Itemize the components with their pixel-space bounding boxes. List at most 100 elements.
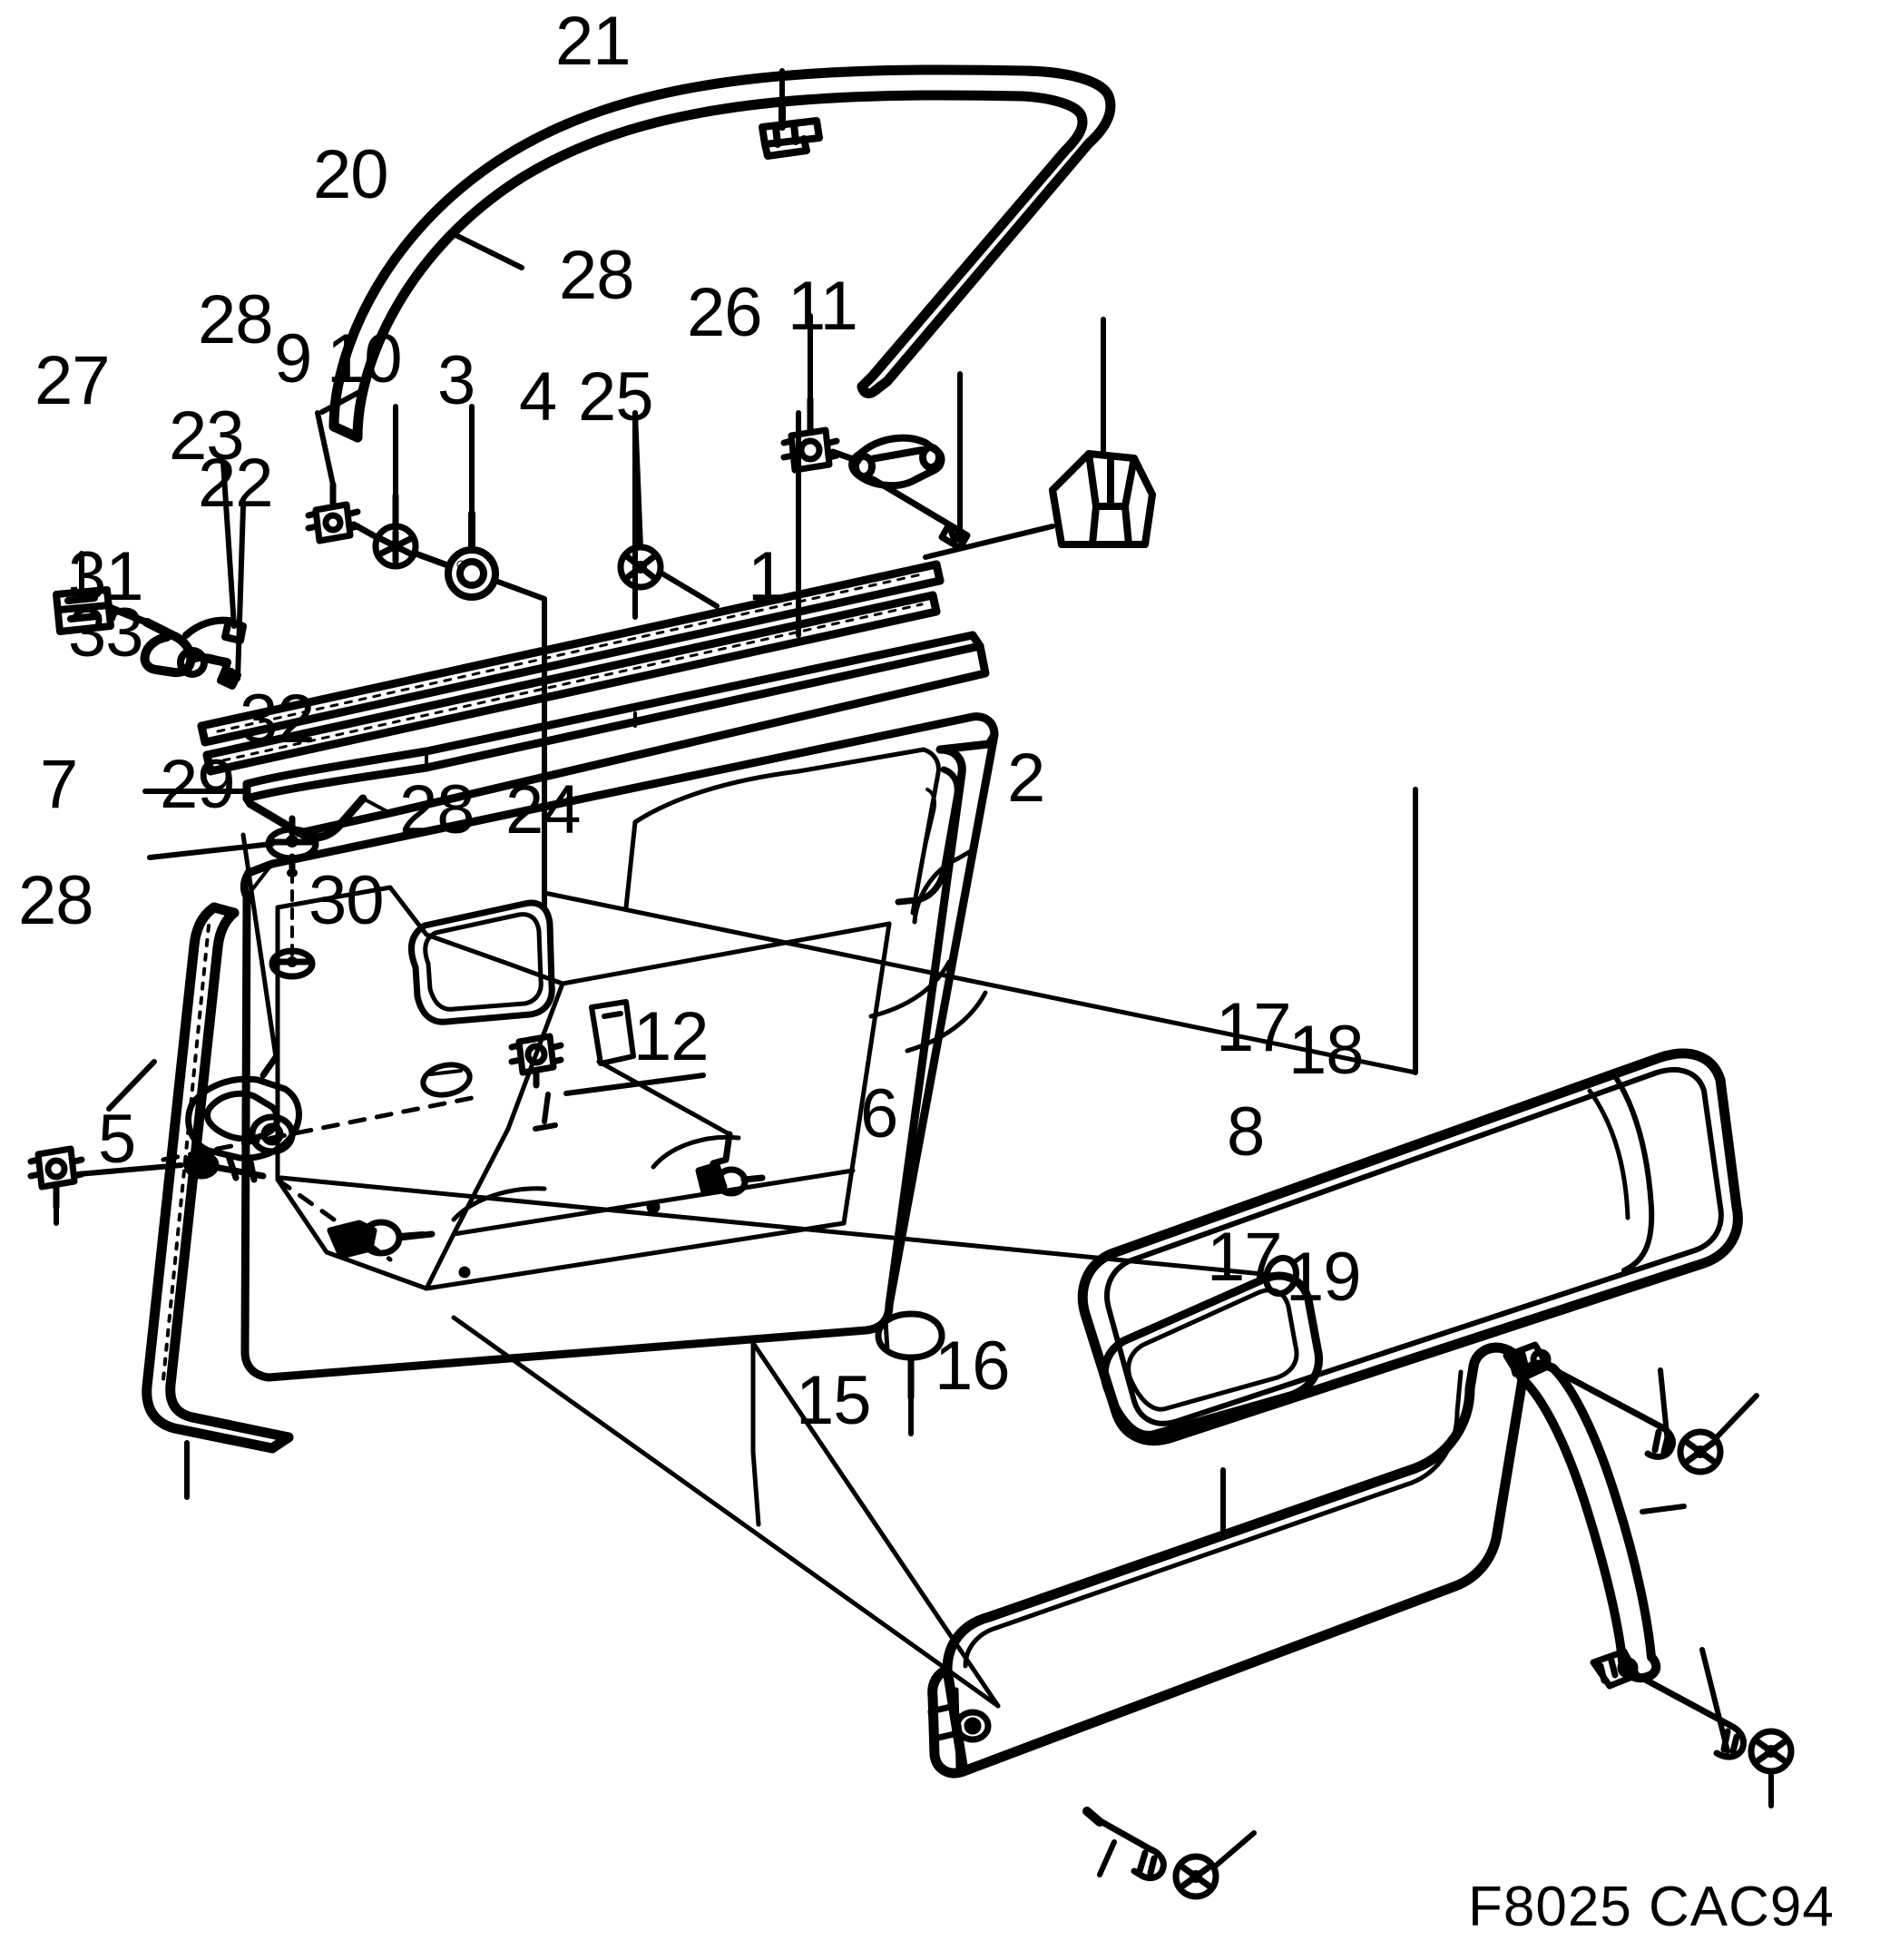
- bracket-part11: [1049, 450, 1156, 548]
- washer-part3-real: [617, 544, 664, 591]
- callout-7: 7: [40, 746, 78, 823]
- fastener-32: [269, 947, 316, 980]
- pin-part22: [177, 647, 241, 690]
- callout-3: 3: [437, 342, 475, 419]
- screw-part15: [1082, 1807, 1167, 1882]
- leader-33: [147, 841, 275, 860]
- panel-fastener-a: [508, 1033, 564, 1089]
- callout-28: 28: [399, 771, 475, 848]
- diagram-caption: F8025 CAC94: [1468, 1876, 1835, 1938]
- callout-5: 5: [98, 1101, 136, 1178]
- callout-4: 4: [519, 358, 557, 436]
- retaining-clip-lower-left: [27, 1145, 85, 1210]
- callout-16: 16: [935, 1328, 1011, 1405]
- callout-2: 2: [1007, 740, 1045, 817]
- callout-28: 28: [18, 862, 94, 939]
- leader-22: [235, 504, 246, 681]
- callout-29: 29: [160, 746, 236, 823]
- callout-8: 8: [1227, 1093, 1265, 1171]
- callout-32: 32: [240, 681, 316, 758]
- callout-12: 12: [633, 998, 710, 1075]
- panel-tab: [589, 999, 636, 1066]
- link-9-10: [412, 550, 454, 570]
- callout-25: 25: [578, 358, 654, 436]
- leader-cross-4: [750, 1340, 1001, 1709]
- callout-22: 22: [198, 445, 274, 522]
- washer-part19: [1748, 1728, 1795, 1775]
- leader-3-link: [658, 570, 720, 609]
- washer-part18: [1677, 1428, 1724, 1475]
- window-frame-seal-part20: [328, 64, 1116, 443]
- inner-belt-weatherstrip-lower: [202, 591, 941, 776]
- leader-cross-3: [451, 1315, 1001, 1709]
- retaining-clip-left: [305, 481, 361, 544]
- handle-part26: [848, 434, 945, 490]
- pocket-fastener: [1262, 1254, 1300, 1298]
- callout-17: 17: [1207, 1219, 1283, 1296]
- callout-6: 6: [860, 1075, 898, 1152]
- leader-15: [1097, 1839, 1117, 1877]
- leader-16: [1213, 1830, 1257, 1868]
- callout-28: 28: [559, 237, 635, 314]
- pocket-opening: [1100, 1271, 1323, 1439]
- leader-29: [240, 832, 279, 1060]
- callout-17: 17: [1216, 989, 1292, 1066]
- callout-19: 19: [1286, 1239, 1362, 1316]
- callout-15: 15: [796, 1362, 872, 1439]
- link-28-26: [829, 448, 862, 465]
- leader-7: [106, 1059, 157, 1112]
- frame-lower-tip: [140, 618, 231, 678]
- trim-cap-part12: [875, 1310, 945, 1401]
- leader-8: [1640, 1504, 1687, 1514]
- leader-17-upper: [1658, 1367, 1670, 1446]
- callout-21: 21: [555, 3, 632, 80]
- callout-18: 18: [1288, 1012, 1365, 1089]
- leader-24: [596, 1059, 732, 1137]
- washer-part3: [456, 560, 465, 569]
- panel-pin: [533, 1092, 558, 1132]
- panel-upper-recess: [623, 747, 941, 916]
- screw-26: [869, 475, 971, 552]
- bracket-end-upper: [1503, 1341, 1552, 1383]
- panel-hidden-lines: [161, 1095, 475, 1262]
- retaining-clip-mid: [780, 396, 840, 474]
- clip-part24: [695, 1131, 766, 1197]
- panel-handle-recess: [895, 766, 961, 906]
- panel-grommet: [420, 1062, 473, 1098]
- leader-28-left: [315, 410, 336, 487]
- callout-20: 20: [313, 136, 389, 213]
- leader-28-panel: [563, 1073, 706, 1096]
- washer-part16: [1172, 1853, 1219, 1900]
- door-pocket-trim-part2: [1077, 1048, 1743, 1446]
- clip-part27: [53, 586, 151, 635]
- callout-27: 27: [34, 342, 111, 419]
- link-28-9: [350, 521, 380, 541]
- door-seal-part5: [142, 902, 294, 1454]
- callout-31: 31: [68, 538, 144, 615]
- frame-clip-part21: [759, 98, 823, 160]
- grommet-part10: [445, 510, 499, 601]
- leader-11-link: [923, 524, 1055, 560]
- leader-20: [451, 231, 524, 270]
- leader-30: [397, 1231, 426, 1239]
- door-trim-panel-part1: [240, 712, 999, 1382]
- callout-9: 9: [274, 320, 312, 397]
- callout-23: 23: [169, 397, 245, 475]
- leader-cross-2: [279, 1175, 1284, 1279]
- inner-belt-weatherstrip-part4: [197, 560, 945, 747]
- leader-28a: [319, 387, 366, 415]
- speaker-opening-part32: [407, 899, 555, 1025]
- callout-33: 33: [68, 594, 144, 671]
- callout-30: 30: [308, 862, 385, 939]
- callout-26: 26: [687, 274, 763, 351]
- bracket-end-lower: [1590, 1648, 1640, 1690]
- leader-23: [220, 460, 237, 629]
- leader-18: [1712, 1393, 1759, 1442]
- leader-17-lower: [1699, 1647, 1730, 1754]
- callout-11: 11: [788, 268, 858, 345]
- spring-washer-part9: [372, 492, 419, 570]
- callout-1: 1: [748, 538, 786, 615]
- callout-28: 28: [198, 281, 274, 358]
